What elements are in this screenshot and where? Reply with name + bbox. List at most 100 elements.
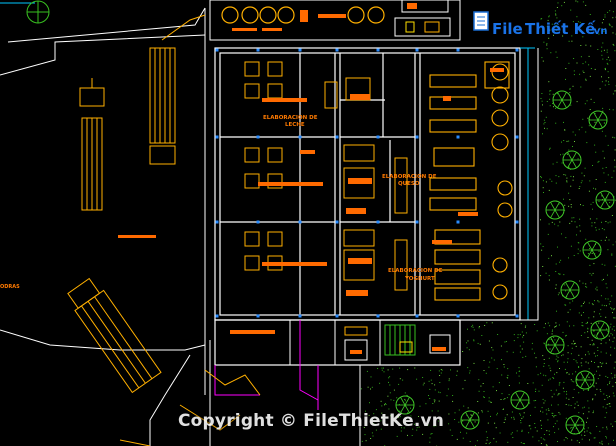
grass-dot bbox=[580, 182, 582, 184]
grass-dot bbox=[601, 363, 603, 365]
grass-dot bbox=[557, 394, 559, 396]
tree-symbol bbox=[565, 415, 585, 435]
grass-dot bbox=[570, 379, 572, 381]
grass-dot bbox=[536, 430, 538, 432]
grass-dot bbox=[584, 332, 586, 334]
grass-dot bbox=[485, 431, 487, 433]
grass-dot bbox=[543, 434, 545, 435]
grass-dot bbox=[525, 332, 527, 334]
grass-dot bbox=[446, 395, 448, 397]
grass-dot bbox=[578, 354, 580, 356]
grass-dot bbox=[414, 367, 416, 369]
grass-dot bbox=[374, 423, 376, 425]
grass-dot bbox=[501, 374, 503, 376]
grass-dot bbox=[582, 282, 584, 284]
cheese-room-label-2: QUESO bbox=[398, 181, 420, 187]
grass-dot bbox=[574, 134, 576, 136]
grass-dot bbox=[361, 440, 363, 442]
grass-dot bbox=[493, 438, 495, 440]
grass-dot bbox=[541, 407, 543, 409]
grass-dot bbox=[600, 309, 602, 311]
grass-dot bbox=[596, 426, 598, 427]
grass-dot bbox=[583, 312, 584, 313]
grass-dot bbox=[547, 322, 549, 324]
milk-room-equipment bbox=[244, 61, 371, 271]
grass-dot bbox=[489, 442, 491, 443]
grass-dot bbox=[466, 347, 468, 349]
grass-dot bbox=[580, 314, 582, 316]
grass-dot bbox=[518, 367, 520, 369]
grass-dot bbox=[569, 325, 570, 327]
logo-text-thietke: Thiết Kế bbox=[525, 19, 596, 38]
grass-dot bbox=[605, 342, 607, 344]
grass-dot bbox=[598, 160, 600, 162]
grass-dot bbox=[569, 92, 571, 93]
grass-dot bbox=[505, 341, 507, 342]
grass-dot bbox=[605, 362, 607, 364]
grass-dot bbox=[485, 442, 487, 444]
grass-dot bbox=[462, 437, 464, 439]
grass-dot bbox=[597, 49, 599, 50]
grass-dot bbox=[398, 417, 400, 418]
grass-dot bbox=[612, 425, 614, 427]
grass-dot bbox=[410, 415, 412, 417]
grass-dot bbox=[563, 439, 565, 441]
grass-dot bbox=[601, 46, 603, 48]
grass-dot bbox=[600, 351, 602, 353]
grass-dot bbox=[613, 439, 614, 441]
grass-dot bbox=[489, 361, 491, 363]
grass-dot bbox=[462, 388, 464, 390]
grass-dot bbox=[555, 14, 557, 16]
grass-dot bbox=[370, 388, 371, 390]
grass-dot bbox=[573, 58, 575, 59]
grass-dot bbox=[614, 199, 616, 201]
grass-dot bbox=[564, 129, 566, 131]
grass-dot bbox=[488, 397, 490, 399]
grass-dot bbox=[602, 107, 604, 109]
grass-dot bbox=[452, 395, 454, 396]
grass-dot bbox=[593, 344, 595, 346]
grass-dot bbox=[580, 346, 582, 348]
grass-dot bbox=[567, 345, 569, 347]
grass-dot bbox=[594, 373, 596, 375]
grass-dot bbox=[398, 404, 400, 405]
grass-dot bbox=[572, 179, 574, 181]
grass-dot bbox=[576, 385, 578, 387]
grass-dot bbox=[390, 415, 391, 417]
grass-dot bbox=[592, 165, 593, 166]
grass-dot bbox=[608, 335, 610, 337]
grass-dot bbox=[548, 338, 550, 340]
grass-dot bbox=[601, 50, 603, 52]
grass-dot bbox=[381, 405, 383, 407]
grass-dot bbox=[557, 2, 559, 4]
grass-dot bbox=[548, 81, 550, 83]
grass-dot bbox=[601, 279, 603, 281]
grass-dot bbox=[545, 116, 547, 118]
grass-dot bbox=[545, 409, 547, 411]
grass-dot bbox=[587, 253, 589, 255]
grass-dot bbox=[585, 322, 587, 324]
grass-dot bbox=[592, 208, 593, 210]
grass-dot bbox=[614, 166, 616, 168]
grass-dot bbox=[571, 217, 573, 219]
grass-dot bbox=[605, 375, 607, 377]
grass-dot bbox=[567, 358, 569, 360]
logo-text-domain: .vn bbox=[590, 26, 607, 37]
grass-dot bbox=[560, 154, 561, 156]
grass-dot bbox=[555, 13, 557, 15]
grass-dot bbox=[370, 438, 372, 439]
grass-dot bbox=[562, 331, 564, 333]
grass-dot bbox=[380, 420, 382, 422]
grass-dot bbox=[613, 395, 615, 397]
grass-dot bbox=[566, 391, 567, 393]
grass-dot bbox=[521, 348, 523, 350]
grass-dot bbox=[534, 324, 536, 325]
grass-dot bbox=[573, 343, 575, 345]
grass-dot bbox=[565, 68, 567, 69]
grass-dot bbox=[559, 273, 561, 275]
grass-dot bbox=[569, 88, 571, 90]
grass-dot bbox=[552, 93, 554, 95]
grass-dot bbox=[574, 403, 576, 405]
grass-dot bbox=[596, 355, 598, 357]
